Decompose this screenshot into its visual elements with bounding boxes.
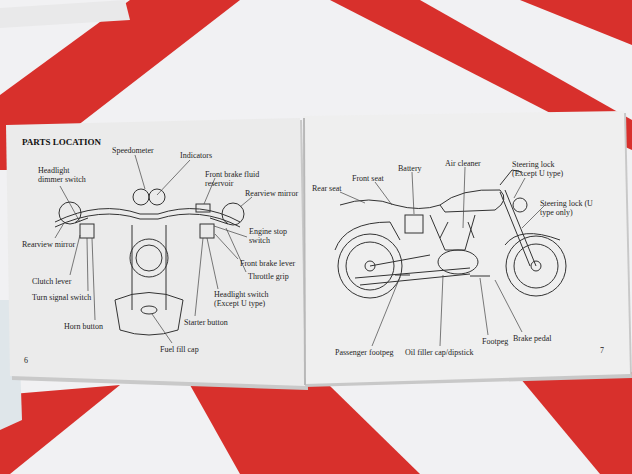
- part-label: Throttle grip: [248, 272, 289, 281]
- handlebar-illustration: [55, 189, 244, 335]
- part-label: Rear seat: [312, 184, 342, 193]
- leader-lines: [55, 155, 545, 346]
- page-title: PARTS LOCATION: [22, 137, 101, 147]
- part-label: Steering lock (U type only): [540, 199, 602, 217]
- part-label: Clutch lever: [32, 277, 71, 286]
- part-label: Oil filler cap/dipstick: [405, 348, 473, 357]
- part-label: Starter button: [184, 318, 228, 327]
- page-number: 7: [600, 346, 604, 355]
- part-label: Turn signal switch: [32, 293, 91, 302]
- booklet: [0, 0, 632, 430]
- part-label: Headlight dimmer switch: [38, 166, 86, 184]
- part-label: Horn button: [64, 322, 103, 331]
- part-label: Footpeg: [482, 337, 508, 346]
- part-label: Fuel fill cap: [160, 345, 199, 354]
- part-label: Speedometer: [112, 146, 154, 155]
- part-label: Headlight switch (Except U type): [214, 290, 276, 308]
- part-label: Brake pedal: [513, 334, 551, 343]
- part-label: Steering lock (Except U type): [512, 160, 576, 178]
- part-label: Front brake lever: [240, 259, 295, 268]
- part-label: Air cleaner: [445, 159, 481, 168]
- part-label: Front brake fluid reservoir: [205, 170, 285, 188]
- part-label: Passenger footpeg: [335, 348, 393, 357]
- part-label: Engine stop switch: [249, 227, 289, 245]
- page-number: 6: [24, 356, 28, 365]
- part-label: Indicators: [180, 151, 212, 160]
- motorcycle-illustration: [335, 170, 566, 298]
- part-label: Rearview mirror: [245, 189, 298, 198]
- part-label: Rearview mirror: [22, 240, 75, 249]
- part-label: Battery: [398, 164, 422, 173]
- part-label: Front seat: [352, 174, 384, 183]
